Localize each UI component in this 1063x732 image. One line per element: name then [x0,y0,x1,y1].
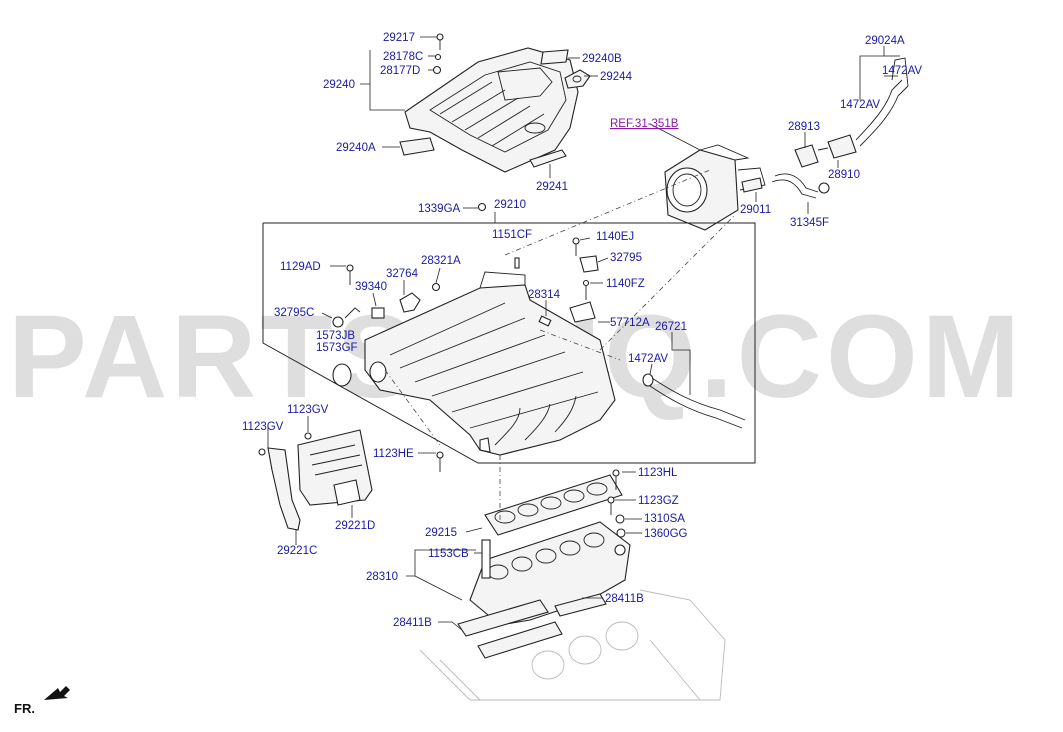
callout-29221c[interactable]: 29221C [277,545,317,557]
callout-1151cf[interactable]: 1151CF [492,229,532,241]
callout-32764[interactable]: 32764 [386,268,419,280]
callout-1140fz[interactable]: 1140FZ [606,278,645,290]
callout-28411b-right[interactable]: 28411B [605,593,644,605]
callout-28321a[interactable]: 28321A [421,255,461,267]
callout-29240a[interactable]: 29240A [336,142,376,154]
callout-1123he[interactable]: 1123HE [373,448,414,460]
callout-1123gv-lower[interactable]: 1123GV [242,421,284,433]
callout-32795[interactable]: 32795 [610,252,642,264]
lower-intake-manifold [469,521,631,626]
engine-cover [404,47,579,173]
callout-1472av-mid[interactable]: 1472AV [840,99,880,111]
callout-1140ej[interactable]: 1140EJ [596,231,634,243]
callout-28178c[interactable]: 28178C [383,51,423,63]
alignment-lines [384,169,736,520]
callout-29217[interactable]: 29217 [383,32,415,44]
bolts [436,202,626,538]
gasket-29215 [484,474,623,536]
callout-labels: 29217 28178C 28177D 29240 29240B 29244 2… [242,32,922,629]
brackets [258,429,373,531]
callout-1310sa[interactable]: 1310SA [644,513,685,525]
callout-1472av-top[interactable]: 1472AV [882,65,922,77]
callout-28411b-left[interactable]: 28411B [393,617,432,629]
callout-1472av-low[interactable]: 1472AV [628,353,668,365]
callout-28177d[interactable]: 28177D [380,65,420,77]
callout-1123gz[interactable]: 1123GZ [638,495,679,507]
callout-29241[interactable]: 29241 [536,181,568,193]
upper-intake-manifold [332,271,616,456]
engine-block-outline [419,589,726,701]
callout-1573jb[interactable]: 1573JB [316,330,355,342]
hose-26721 [642,373,746,429]
callout-1573gf[interactable]: 1573GF [316,342,358,354]
callout-1339ga[interactable]: 1339GA [418,203,461,215]
callout-28310[interactable]: 28310 [366,571,398,583]
callout-39340[interactable]: 39340 [355,281,387,293]
callout-1123hl[interactable]: 1123HL [638,467,678,479]
callout-29221d[interactable]: 29221D [335,520,375,532]
callout-29244[interactable]: 29244 [600,71,633,83]
callout-1123gv-upper[interactable]: 1123GV [287,404,329,416]
callout-31345f[interactable]: 31345F [790,217,829,229]
callout-1129ad[interactable]: 1129AD [280,261,321,273]
callout-28910[interactable]: 28910 [828,169,860,181]
callout-29011[interactable]: 29011 [740,204,771,216]
callout-32795c[interactable]: 32795C [274,307,314,319]
callout-1153cb[interactable]: 1153CB [428,548,469,560]
orientation-label: FR. [14,701,35,716]
leader-lines [267,36,900,631]
front-arrow-icon [44,686,70,700]
cover-small-parts [399,33,591,168]
hose-parts [771,57,909,199]
callout-28913[interactable]: 28913 [788,121,820,133]
callout-29215[interactable]: 29215 [425,527,457,539]
assembly-frame [262,222,756,464]
reference-link[interactable]: REF.31-351B [610,118,679,130]
callout-29024a[interactable]: 29024A [865,35,905,47]
callout-26721[interactable]: 26721 [655,321,687,333]
callout-29210[interactable]: 29210 [494,199,526,211]
callout-28314[interactable]: 28314 [528,289,561,301]
callout-29240[interactable]: 29240 [323,79,355,91]
callout-57712a[interactable]: 57712A [610,317,650,329]
manifold-sensors [332,237,599,328]
callout-29240b[interactable]: 29240B [582,53,622,65]
throttle-body [664,144,766,231]
orientation-indicator: FR. [14,686,70,716]
callout-1360gg[interactable]: 1360GG [644,528,688,540]
